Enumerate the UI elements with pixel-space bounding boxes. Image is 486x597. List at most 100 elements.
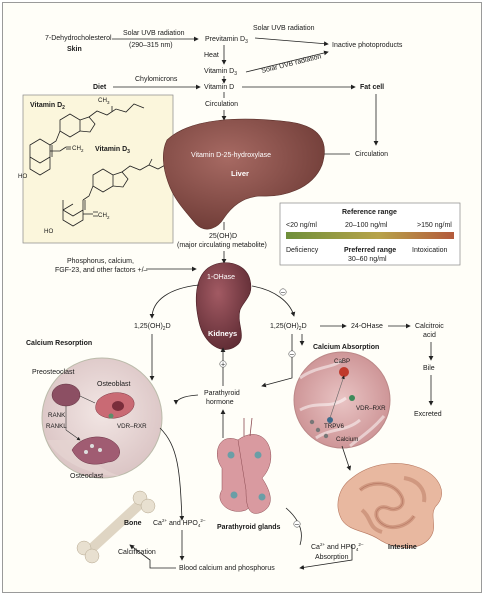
vitamin-d2-structure [29,103,145,176]
calcium-label: Calcium [336,436,358,443]
minus-sign-2: – [290,352,294,359]
osteoclast-cell [71,436,120,465]
ho-label-2: HO [44,228,53,235]
hydroxylase24-label: 24-OHase [351,323,383,330]
vitamin-d3-title: Vitamin D3 [95,146,130,155]
vdr-absorption-dot [349,395,355,401]
cabp-dot [339,367,349,377]
reference-deficiency: Deficiency [286,247,319,254]
uvb-range-label: (290–315 nm) [129,42,173,49]
resorption-title: Calcium Resorption [26,340,92,347]
absorption-cell-view [293,351,391,449]
reference-range-panel: Reference range <20 ng/ml 20–100 ng/ml >… [279,202,461,266]
vitamin-d3-label: Vitamin D3 [204,68,237,77]
cabp-label: CaBP [334,358,350,365]
intestine-ions-label: Ca2+ and HPO42– [311,542,364,552]
line-glands-blood [285,507,302,546]
plus-feedback-pth [219,360,227,368]
intestine-label: Intestine [388,544,417,551]
diet-label: Diet [93,84,107,91]
pth-line-2: hormone [206,399,234,406]
osteoblast-nucleus [112,401,124,411]
heat-label: Heat [204,52,219,59]
kidney-shape [195,262,252,350]
structures-panel [22,94,174,244]
liver-label: Liver [231,169,249,178]
minus-sign-3: – [295,522,299,529]
metabolite-label: 25(OH)D [209,233,237,240]
absorption-vdr-label: VDR–RXR [356,405,386,412]
calcitriol-left: 1,25(OH)2D [134,323,171,332]
factors-line-1: Phosphorus, calcium, [67,258,134,265]
previtamin-label: Previtamin D3 [205,36,248,45]
gland-dot-3 [230,491,238,499]
trpv6-label: TRPV6 [324,423,345,430]
minus-feedback-kidney [279,288,287,296]
vitamin-structures-box: Vitamin D2 Vitamin D3 CH3 CH2 HO [18,94,174,244]
ohase-label: 1-OHase [207,274,235,281]
skin-pathway: 7-Dehydrocholesterol Skin Solar UVB radi… [45,25,403,84]
reference-intoxication: Intoxication [412,247,448,254]
inactive-photoproducts-label: Inactive photoproducts [332,42,403,49]
gland-dot-1 [227,451,235,459]
plus-sign-1: + [221,362,225,369]
minus-feedback-glands [293,520,301,528]
minus-feedback-pth [288,350,296,358]
trpv6-dot [327,417,333,423]
reference-low: <20 ng/ml [286,222,317,229]
ho-label-1: HO [18,173,27,180]
osteoblast-label: Osteoblast [97,381,131,388]
calcitroic-line-2: acid [423,332,436,339]
factors-line-2: FGF-23, and other factors +/– [55,267,148,274]
bile-label: Bile [423,365,435,372]
reference-mid: 20–100 ng/ml [345,222,388,229]
intestine-shape [337,463,442,548]
arrow-calcitriol-pth [261,334,293,388]
diet-pathway: Diet Chylomicrons Vitamin D Fat cell Cir… [93,76,388,158]
liver-shape [163,118,325,230]
uvb-label: Solar UVB radiation [123,30,185,37]
metabolite-note: (major circulating metabolite) [177,242,267,249]
kidney-label: Kidneys [208,329,237,338]
vitamin-d3-structure [62,158,168,227]
parathyroid-glands-label: Parathyroid glands [217,524,281,531]
absorption-title: Calcium Absorption [313,344,379,351]
blood-label: Blood calcium and phosphorus [179,565,275,572]
preosteoclast-cell [51,383,81,407]
rank-label: RANK [48,412,66,419]
circulation-label: Circulation [205,101,238,108]
rankl-label: RANKL [46,423,67,430]
uvb3-label: Solar UVB radiation [261,53,322,75]
excreted-label: Excreted [414,411,442,418]
reference-preferred: Preferred range [344,247,396,254]
vdr-dot [108,413,114,419]
liver-enzyme-label: Vitamin D-25-hydroxylase [191,152,271,159]
gland-dot-4 [258,493,266,501]
minus-sign-1: – [281,290,285,297]
reference-title: Reference range [342,209,397,216]
kidney-organ: 1-OHase Kidneys [195,262,252,350]
uvb2-label: Solar UVB radiation [253,25,315,32]
osteoclast-label: Osteoclast [70,473,103,480]
ch3-label: CH3 [98,97,110,105]
arrow-previtamin-inactive [254,37,329,47]
calcitroic-line-1: Calcitroic [415,323,444,330]
preosteoclast-label: Preosteoclast [32,369,74,376]
circulation-right-label: Circulation [355,151,388,158]
arrow-resorption-ions [159,427,185,521]
chylomicrons-label: Chylomicrons [135,76,178,83]
reference-preferred-range: 30–60 ng/ml [348,256,387,263]
calcification-label: Calcification [118,549,156,556]
arrow-pth-resorption [173,394,199,405]
ch2-label-1: CH2 [72,145,84,153]
arrow-kidney-calcitriol-left [149,284,200,319]
fat-cell-label: Fat cell [360,84,384,91]
vitamin-d2-title: Vitamin D2 [30,102,65,111]
arrow-blood-calcification [129,544,176,569]
reference-high: >150 ng/ml [417,222,452,229]
ch2-label-2: CH2 [98,212,110,220]
bone-ions-label: Ca2+ and HPO42– [153,518,206,528]
liver-organ: Vitamin D-25-hydroxylase Liver [163,118,325,230]
